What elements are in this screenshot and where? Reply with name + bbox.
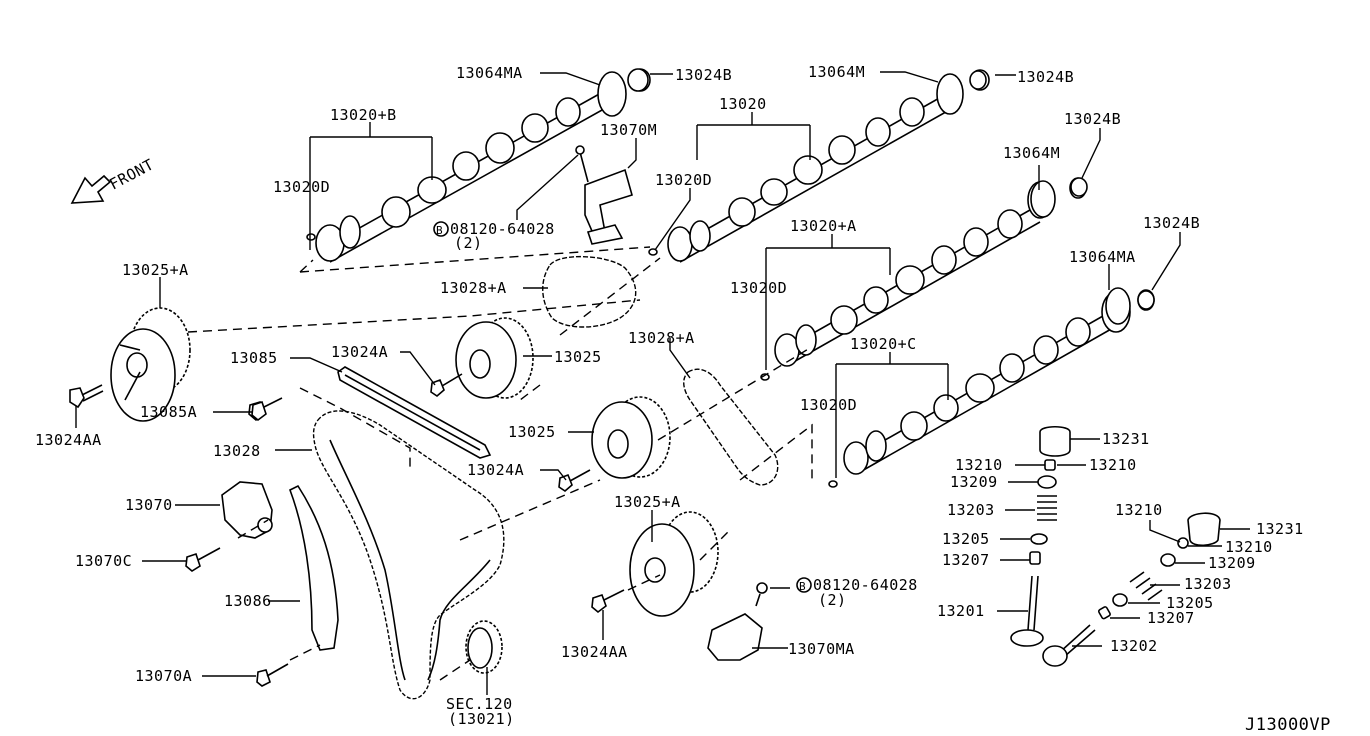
label-cam-group[interactable]: 13020: [719, 95, 767, 113]
front-arrow-icon: [70, 174, 112, 204]
label-valve-exhaust[interactable]: 13202: [1110, 637, 1158, 655]
label-cam-dowel-2[interactable]: 13020D: [730, 279, 787, 297]
guide-bolt-drawing: [251, 400, 267, 422]
label-bolt-vtc-lower[interactable]: 13024AA: [561, 643, 628, 661]
alignment-lines: [187, 246, 813, 681]
label-bolt-ref-2-qty: (2): [818, 591, 847, 609]
label-retainer-1[interactable]: 13209: [950, 473, 998, 491]
label-tension-guide[interactable]: 13086: [224, 592, 272, 610]
label-tensioner-upper[interactable]: 13070M: [600, 121, 657, 139]
label-chain-upper[interactable]: 13028+A: [440, 279, 507, 297]
label-vtc-upper[interactable]: 13025: [554, 348, 602, 366]
label-spring-2[interactable]: 13203: [1184, 575, 1232, 593]
svg-text:B: B: [436, 224, 443, 237]
label-sprocket-rear-right[interactable]: 13064M: [1003, 144, 1060, 162]
label-seal-1[interactable]: 13207: [942, 551, 990, 569]
label-sprocket-rear-lower[interactable]: 13064MA: [1069, 248, 1136, 266]
label-bolt-vtc-upper[interactable]: 13024A: [331, 343, 388, 361]
label-retainer-2[interactable]: 13209: [1208, 554, 1256, 572]
label-chain-mid[interactable]: 13028+A: [628, 329, 695, 347]
label-cam-a-group[interactable]: 13020+A: [790, 217, 857, 235]
label-cam-dowel-3[interactable]: 13020D: [800, 396, 857, 414]
label-collet-1a[interactable]: 13210: [955, 456, 1003, 474]
lower-tensioner-drawing: [707, 582, 768, 661]
camshaft-drawing: [648, 69, 990, 263]
timing-chain-drawing: [312, 410, 505, 700]
label-vtc-left[interactable]: 13025+A: [122, 261, 189, 279]
label-bolt-ref-1-qty: (2): [454, 234, 483, 252]
label-crank-sprocket-part: (13021): [448, 710, 515, 728]
label-cam-b-dowel[interactable]: 13020D: [273, 178, 330, 196]
svg-text:B: B: [799, 580, 806, 593]
label-vtc-mid[interactable]: 13025: [508, 423, 556, 441]
rear-rings-drawing: [627, 68, 1155, 325]
upper-tensioner-drawing: [575, 145, 633, 245]
valve-train-right-drawing: [1042, 512, 1221, 667]
label-sprocket-rear-mid[interactable]: 13064M: [808, 63, 865, 81]
label-seat-1[interactable]: 13205: [942, 530, 990, 548]
slack-guide-drawing: [337, 366, 492, 459]
label-bolt-ref-2[interactable]: 08120-64028: [813, 576, 918, 594]
vtc-sprocket-mid-drawing: [591, 396, 671, 479]
crank-sprocket-drawing: [465, 620, 503, 674]
label-lifter-2[interactable]: 13231: [1256, 520, 1304, 538]
label-cam-c-group[interactable]: 13020+C: [850, 335, 917, 353]
secondary-chain-mid-drawing: [683, 368, 779, 486]
figure-code: J13000VP: [1245, 715, 1331, 735]
vtc-sprocket-lower-drawing: [629, 511, 719, 617]
label-collet-2a[interactable]: 13210: [1115, 501, 1163, 519]
label-vtc-lower[interactable]: 13025+A: [614, 493, 681, 511]
label-cam-dowel-1[interactable]: 13020D: [655, 171, 712, 189]
valve-train-left-drawing: [1010, 425, 1071, 647]
label-seat-2[interactable]: 13205: [1166, 594, 1214, 612]
vtc-sprocket-upper-drawing: [455, 317, 534, 399]
leader-lines: [75, 71, 1250, 695]
label-bolt-ref-1[interactable]: 08120-64028: [450, 220, 555, 238]
label-valve-intake[interactable]: 13201: [937, 602, 985, 620]
label-plug-3[interactable]: 13024B: [1064, 110, 1121, 128]
label-collet-2b[interactable]: 13210: [1225, 538, 1273, 556]
main-tensioner-drawing: [185, 481, 273, 572]
secondary-chain-upper-drawing: [542, 255, 637, 328]
label-tensioner-lower[interactable]: 13070MA: [788, 640, 855, 658]
bolt-left-drawing: [69, 384, 104, 409]
label-spring-1[interactable]: 13203: [947, 501, 995, 519]
label-timing-chain[interactable]: 13028: [213, 442, 261, 460]
label-bolt-vtc-mid[interactable]: 13024A: [467, 461, 524, 479]
label-cam-b-group[interactable]: 13020+B: [330, 106, 397, 124]
label-collet-1b[interactable]: 13210: [1089, 456, 1137, 474]
label-sprocket-rear-left[interactable]: 13064MA: [456, 64, 523, 82]
label-tensioner-main[interactable]: 13070: [125, 496, 173, 514]
label-slack-guide[interactable]: 13085: [230, 349, 278, 367]
label-seal-2[interactable]: 13207: [1147, 609, 1195, 627]
label-lifter-1[interactable]: 13231: [1102, 430, 1150, 448]
label-plug-4[interactable]: 13024B: [1143, 214, 1200, 232]
label-guide-pivot-bolt[interactable]: 13070A: [135, 667, 192, 685]
bolt-marker-icon: B: [433, 221, 449, 237]
label-crank-sprocket-ref[interactable]: SEC.120: [446, 695, 513, 713]
label-plug-2[interactable]: 13024B: [1017, 68, 1074, 86]
label-plug-1[interactable]: 13024B: [675, 66, 732, 84]
bolt-marker-icon: B: [796, 577, 812, 593]
front-direction-label: FRONT: [106, 155, 157, 193]
label-guide-bolt[interactable]: 13085A: [140, 403, 197, 421]
tension-guide-drawing: [256, 484, 339, 687]
label-bolt-vtc-left[interactable]: 13024AA: [35, 431, 102, 449]
label-tensioner-bolt[interactable]: 13070C: [75, 552, 132, 570]
